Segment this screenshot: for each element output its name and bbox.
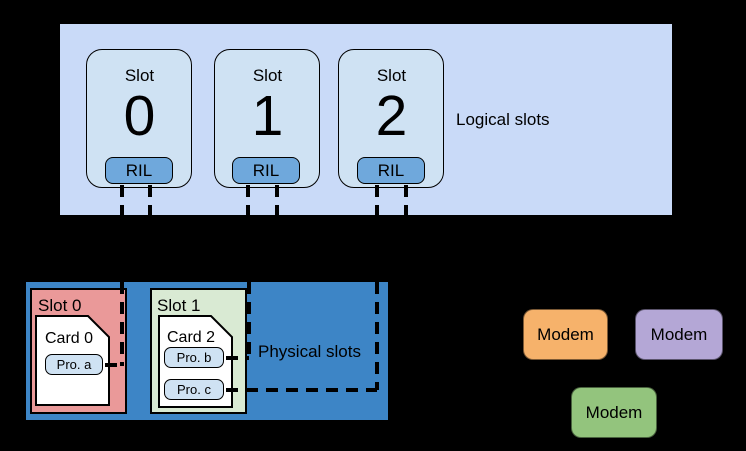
logical-slot-1-number: 1 [251, 84, 284, 148]
profile-chip-c: Pro. c [164, 379, 224, 400]
modem-2-label: Modem [585, 402, 643, 422]
profile-chip-b: Pro. b [164, 347, 224, 368]
modem-box-0: Modem [523, 309, 608, 360]
profile-chip-b-label: Pro. b [176, 350, 212, 365]
ril-badge-2: RIL [357, 157, 425, 184]
modem-box-2: Modem [571, 387, 657, 438]
logical-slot-card-1 [214, 49, 320, 188]
card-2-label: Card 2 [167, 329, 216, 346]
modem-0-label: Modem [537, 324, 594, 344]
logical-slot-2-number: 2 [375, 84, 408, 148]
logical-slots-label: Logical slots [456, 110, 550, 129]
ril-badge-2-label: RIL [377, 160, 405, 180]
physical-slot-0-label: Slot 0 [38, 296, 82, 315]
ril-badge-0: RIL [105, 157, 173, 184]
card-0-label: Card 0 [45, 330, 94, 347]
logical-slot-2-title: Slot [376, 66, 407, 85]
modem-1-label: Modem [650, 324, 708, 344]
logical-slot-1-title: Slot [252, 66, 283, 85]
ril-badge-1-label: RIL [252, 160, 280, 180]
ril-badge-0-label: RIL [125, 160, 153, 180]
logical-slot-0-number: 0 [123, 84, 156, 148]
profile-chip-c-label: Pro. c [177, 382, 211, 397]
modem-box-1: Modem [635, 309, 723, 360]
physical-slots-label: Physical slots [258, 342, 361, 361]
profile-chip-a-label: Pro. a [56, 357, 92, 372]
physical-slot-1-label: Slot 1 [157, 296, 201, 315]
ril-badge-1: RIL [232, 157, 300, 184]
logical-slot-0-title: Slot [124, 66, 155, 85]
profile-chip-a: Pro. a [45, 354, 103, 375]
